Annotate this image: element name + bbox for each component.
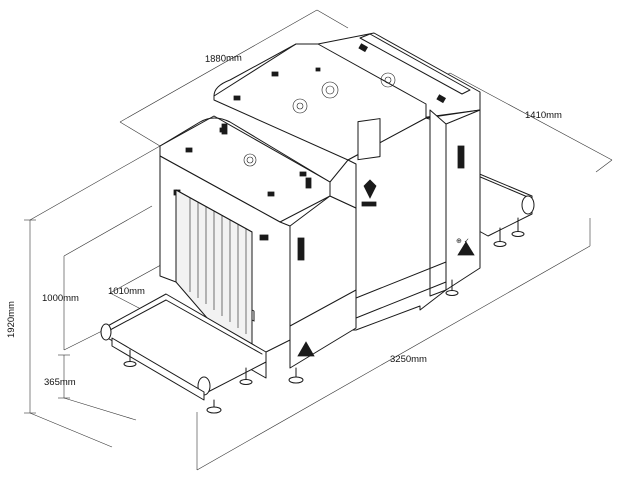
lead-curtains — [189, 198, 247, 334]
dim-length: 3250mm — [390, 354, 427, 365]
dim-top-length: 1880mm — [205, 53, 242, 65]
dimension-labels: 1880mm 1410mm 3250mm 1920mm 1000mm 1010m… — [6, 53, 562, 388]
dim-height: 1920mm — [6, 301, 17, 338]
exit-conveyor — [469, 169, 535, 247]
main-body: ⊕ ✓ — [213, 43, 481, 331]
dim-tunnel-height: 1000mm — [42, 293, 79, 304]
dim-tunnel-width: 1010mm — [108, 286, 145, 297]
front-tunnel-housing — [159, 115, 357, 384]
entry-conveyor — [100, 293, 267, 414]
dim-width: 1410mm — [525, 110, 562, 121]
dim-conveyor-height: 365mm — [44, 377, 76, 388]
svg-text:⊕ ✓: ⊕ ✓ — [456, 238, 470, 245]
